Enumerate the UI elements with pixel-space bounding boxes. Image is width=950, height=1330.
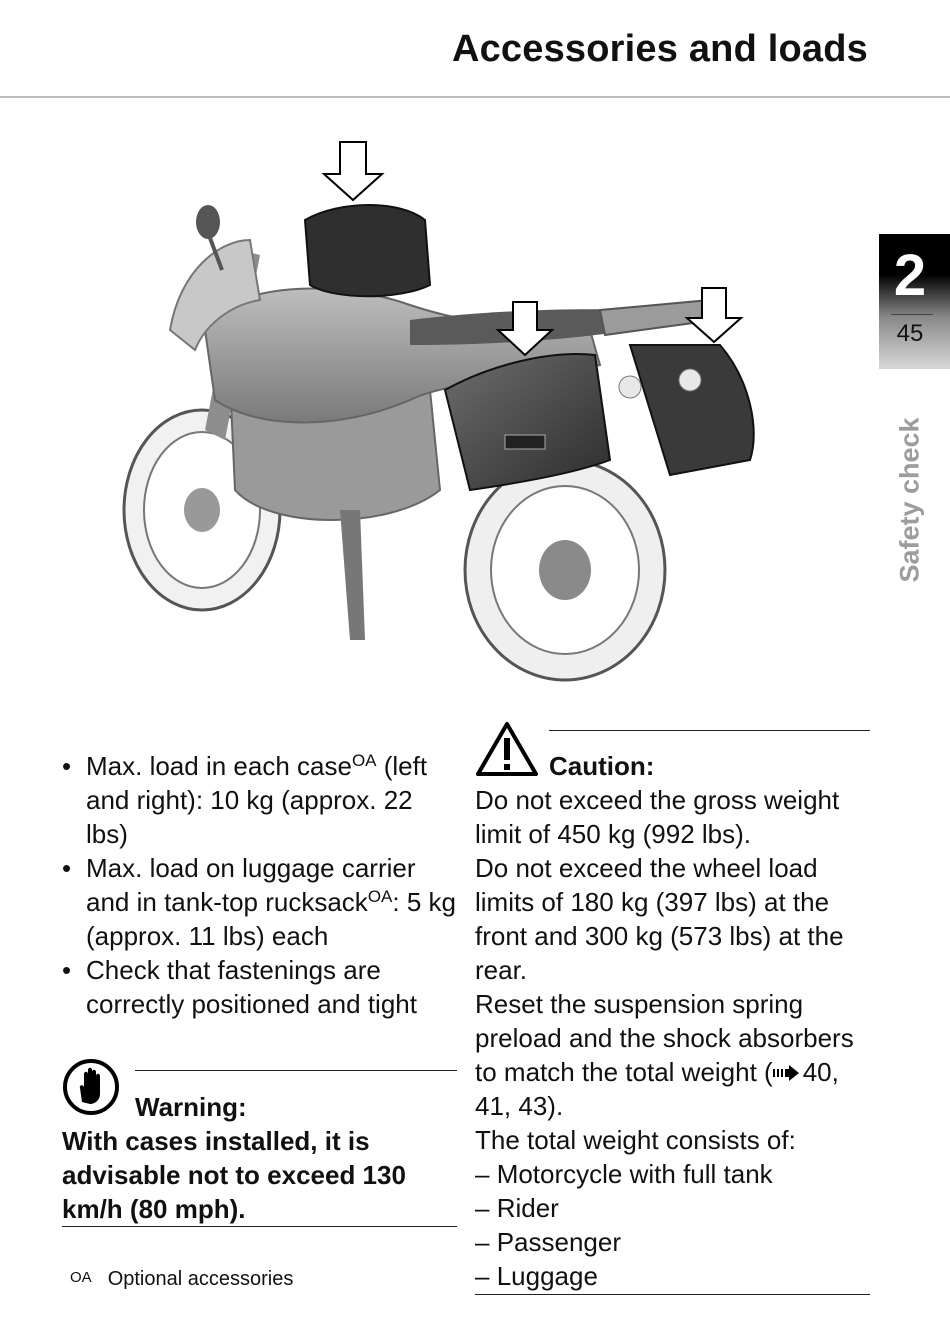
stop-hand-icon [63, 1059, 119, 1115]
warning-rule [62, 1226, 457, 1227]
list-item: – Motorcycle with full tank [475, 1159, 773, 1189]
footnote: OA Optional accessories [70, 1268, 293, 1291]
page-reference-arrow-icon [772, 1065, 799, 1081]
caution-heading: Caution: [549, 751, 655, 781]
caution-rule [549, 730, 870, 731]
load-limits-list: Max. load in each caseOA (left and right… [62, 749, 457, 1021]
header-rule [0, 96, 950, 98]
footnote-abbr: OA [70, 1269, 92, 1286]
warning-rule [135, 1070, 457, 1071]
caution-paragraph: Do not exceed the gross weight limit of … [475, 785, 840, 849]
caution-paragraph: The total weight consists of: [475, 1125, 796, 1155]
arrow-tank-bag [321, 141, 385, 202]
chapter-rule [891, 314, 933, 315]
list-item: Max. load in each caseOA (left and right… [62, 749, 457, 851]
caution-paragraph: Do not exceed the wheel load limits of 1… [475, 853, 844, 985]
caution-rule [475, 1294, 870, 1295]
list-item: – Rider [475, 1193, 559, 1223]
caution-text: Do not exceed the gross weight limit of … [475, 783, 870, 1293]
oa-marker: OA [367, 887, 393, 906]
warning-text: With cases installed, it is advisable no… [62, 1126, 406, 1224]
arrow-case [495, 301, 555, 357]
motorcycle-illustration [122, 141, 755, 682]
tank-bag [303, 204, 432, 298]
page-title: Accessories and loads [451, 28, 868, 70]
mirror [196, 205, 220, 239]
weight-components-list: – Motorcycle with full tank – Rider – Pa… [475, 1157, 870, 1293]
footnote-text: Optional accessories [107, 1268, 294, 1290]
left-case [628, 344, 755, 477]
fairing [168, 238, 262, 352]
page-references: 40, 41, 43 [475, 1057, 839, 1121]
oa-marker: OA [351, 751, 377, 770]
list-item: – Luggage [475, 1261, 598, 1291]
rear-wheel [463, 458, 667, 682]
warning-heading: Warning: [135, 1092, 247, 1122]
arrow-carrier [684, 287, 744, 344]
right-case [443, 353, 612, 492]
section-label: Safety check [894, 417, 925, 583]
caution-paragraph: Reset the suspension spring preload and … [475, 989, 854, 1121]
chapter-tab: 2 45 [879, 234, 950, 369]
list-item: Max. load on luggage carrier and in tank… [62, 851, 457, 953]
chapter-number: 2 [893, 243, 927, 308]
list-item: Check that fastenings are correctly posi… [62, 953, 457, 1021]
caution-triangle-icon [476, 722, 538, 776]
page-number: 45 [896, 320, 924, 347]
center-stand [340, 510, 365, 640]
list-item: – Passenger [475, 1227, 621, 1257]
